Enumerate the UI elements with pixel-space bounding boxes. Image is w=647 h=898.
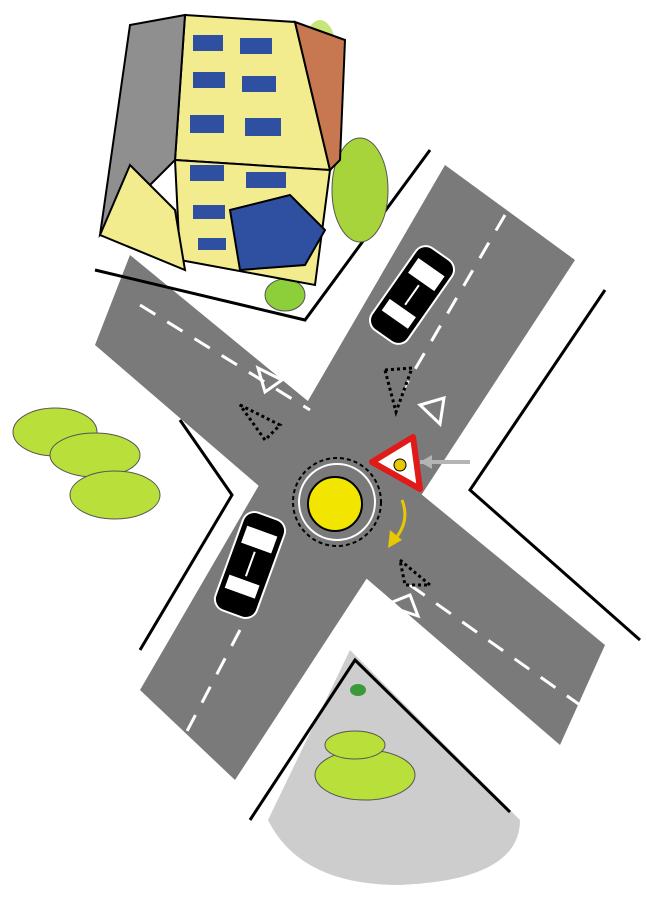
tree-icon xyxy=(12,407,161,520)
pointer-arrow xyxy=(420,455,470,469)
roundabout-warning-sign-icon xyxy=(369,434,423,492)
roundabout xyxy=(292,457,382,547)
road-edges xyxy=(94,149,641,821)
curved-arrow-icon xyxy=(388,499,407,548)
car-icon xyxy=(369,245,455,345)
lane-markings xyxy=(139,214,581,736)
traffic-island xyxy=(383,366,415,418)
traffic-island xyxy=(238,403,283,443)
roundabout-center xyxy=(307,476,363,532)
car-icon xyxy=(213,510,287,620)
tree-icon xyxy=(314,684,416,801)
traffic-island xyxy=(397,556,435,587)
yield-road-markings xyxy=(238,365,446,619)
building-icon xyxy=(98,13,347,287)
